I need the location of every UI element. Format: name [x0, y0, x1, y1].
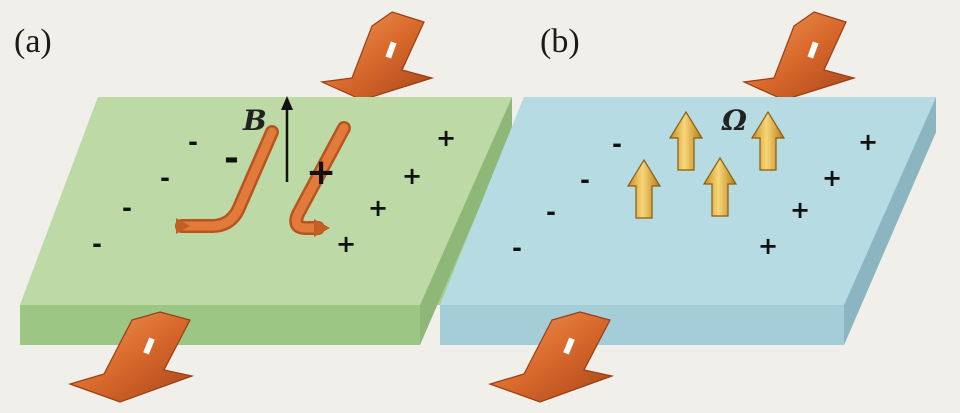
- charge-minus: -: [512, 234, 522, 262]
- panel-b: (b) Ω: [440, 11, 936, 403]
- rotation-field-label: Ω: [721, 104, 747, 137]
- negative-charges-left: - - - -: [512, 130, 622, 262]
- panel-a-label: (a): [14, 23, 52, 60]
- charge-plus: +: [368, 194, 388, 222]
- current-in-arrow-icon: [741, 11, 857, 101]
- charge-plus: +: [858, 128, 878, 156]
- charge-plus: +: [336, 230, 356, 258]
- spin-up-arrow-icon: [668, 110, 704, 171]
- magnetic-field-arrow-icon: [281, 96, 293, 182]
- charge-minus: -: [612, 130, 622, 158]
- magnetic-field-label: B: [242, 104, 267, 137]
- left-path-arrowhead: [176, 218, 190, 234]
- positive-charges-right: + + + + +: [306, 124, 456, 258]
- charge-plus: +: [758, 232, 778, 260]
- charge-minus: -: [580, 166, 590, 194]
- panel-b-label: (b): [540, 23, 580, 60]
- spin-up-arrow-icon: [626, 158, 662, 219]
- charge-minus: -: [546, 198, 556, 226]
- panel-a: (a): [14, 11, 512, 403]
- charge-minus: -: [188, 128, 198, 156]
- charge-minus: -: [92, 230, 102, 258]
- positive-charges-right: + + + +: [758, 128, 878, 260]
- charge-plus: +: [402, 162, 422, 190]
- blue-sample-slab: [440, 97, 936, 345]
- spin-up-arrow-icon: [702, 156, 738, 217]
- charge-plus: +: [306, 152, 336, 193]
- charge-minus: -: [160, 164, 170, 192]
- charge-minus: -: [122, 194, 132, 222]
- charge-plus: +: [790, 196, 810, 224]
- right-path-arrowhead: [314, 219, 330, 237]
- deflected-current-paths: [175, 121, 351, 237]
- negative-charges-left: - - - - -: [92, 128, 239, 258]
- charge-plus: +: [436, 124, 456, 152]
- current-out-arrow-icon: [488, 311, 615, 403]
- charge-minus: -: [224, 138, 239, 179]
- charge-plus: +: [822, 164, 842, 192]
- current-in-arrow-icon: [319, 11, 435, 101]
- green-sample-slab: [20, 97, 512, 345]
- spin-up-arrow-icon: [750, 110, 786, 171]
- current-out-arrow-icon: [68, 311, 195, 403]
